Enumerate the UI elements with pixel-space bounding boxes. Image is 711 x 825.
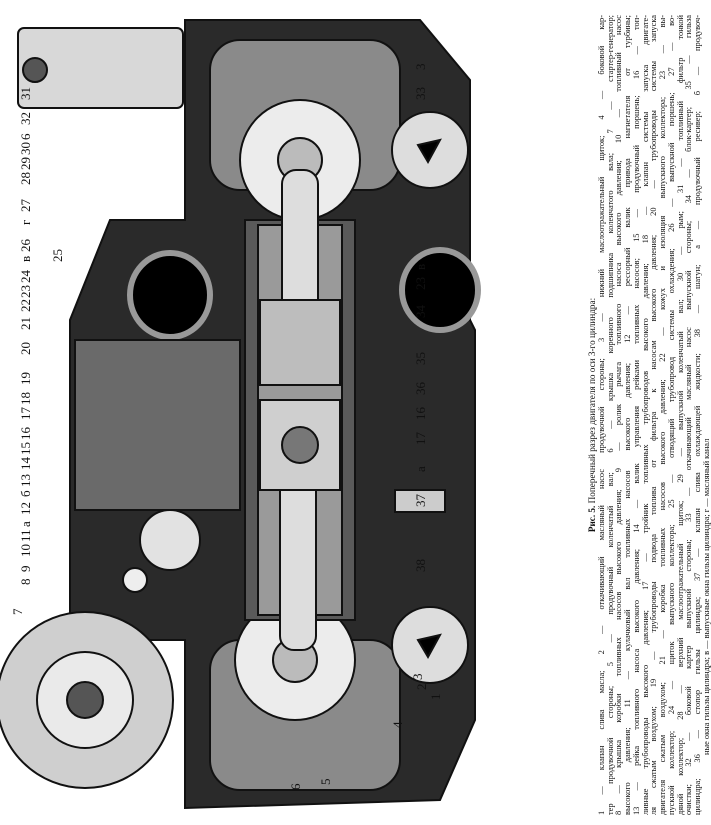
callout-label: 31	[18, 87, 33, 100]
callout-label: 33	[413, 87, 428, 100]
fuel-pump-box	[74, 339, 241, 511]
callout-label: 28	[18, 172, 33, 185]
callout-label: 17	[18, 407, 33, 421]
legend-line: 13 — рейка топливного насоса высокого да…	[632, 15, 641, 815]
legend-line: пускной коллектор; 24 — щиток выпускного…	[667, 15, 676, 815]
callout-label: 32	[18, 112, 33, 125]
callout-label: 38	[413, 559, 428, 572]
callout-label: 26	[18, 239, 33, 253]
callout-label: 35	[413, 352, 428, 365]
connecting-rod-lower	[279, 469, 317, 651]
callout-label: а	[413, 466, 428, 472]
callout-label: 23	[413, 277, 428, 290]
legend-line: ля сжатым воздухом; 19 — трубопроводы по…	[650, 15, 659, 815]
callout-label: 2	[414, 684, 429, 691]
exhaust-manifold-right	[399, 247, 481, 333]
callout-label: 34	[413, 305, 428, 319]
caption-title: Рис. 5. Поперечный разрез двигателя по о…	[587, 15, 597, 815]
callout-label: 15	[18, 442, 33, 455]
callout-label: 18	[18, 392, 33, 405]
callout-label: 20	[18, 342, 33, 355]
callout-label: 3	[410, 674, 425, 681]
callout-label: 29	[18, 157, 33, 170]
figure-number: Рис. 5.	[587, 505, 597, 533]
legend-line: двигателя сжатым воздухом; 21 — коробка …	[659, 15, 667, 815]
callout-label: 9	[18, 566, 33, 573]
callout-label: 6	[288, 783, 303, 790]
callout-label: 1	[428, 694, 443, 701]
legend-line: цилиндра; 36 — стопор гильзы цилиндра; 3…	[694, 15, 702, 815]
caption-legend: 1 — клапан слива масла; 2 — откачивающий…	[598, 15, 711, 815]
legend-line: ные окна гильзы цилиндра; в — выпускные …	[702, 438, 711, 755]
callout-label: а	[18, 521, 33, 527]
exhaust-manifold-left	[127, 250, 213, 340]
callout-label: 14	[18, 457, 33, 471]
callout-label: 10	[18, 544, 33, 557]
callout-label: 11	[18, 529, 33, 542]
legend-line: 1 — клапан слива масла; 2 — откачивающий…	[597, 15, 606, 815]
callout-label: 12	[18, 502, 33, 515]
figure-caption: Рис. 5. Поперечный разрез двигателя по о…	[587, 15, 711, 815]
callout-label: 6	[18, 133, 33, 140]
callout-label: в	[18, 256, 33, 262]
callout-label: 7	[10, 608, 25, 615]
callout-label: 22	[18, 299, 33, 312]
engine-cross-section-drawing: 3132630292827г2526в242322212019181716151…	[0, 19, 481, 810]
callout-label: 16	[18, 427, 33, 441]
callout-label: 37	[413, 494, 428, 508]
figure-title: Поперечный разрез двигателя по оси 3-го …	[587, 297, 597, 504]
coolant-drain-valve	[394, 489, 446, 513]
callout-label: 5	[318, 779, 333, 786]
callout-label: 8	[18, 579, 33, 586]
legend-line: 8 — крышка коробки топливных насосов выс…	[615, 15, 624, 815]
legend-line: дяной коллектор; 28 — верхний маслоотраж…	[676, 15, 685, 815]
engine-illustration	[0, 19, 481, 810]
callout-label: 21	[18, 317, 33, 330]
legend-line: ливные трубопроводы высокого давления; 1…	[641, 15, 650, 815]
callout-label: г	[18, 220, 33, 225]
callout-label: 16	[413, 407, 428, 421]
legend-line: высокого давления; 11 — кулачковый вал т…	[624, 15, 632, 815]
callout-label: 19	[18, 372, 33, 385]
callout-label: б	[18, 490, 33, 497]
legend-line: очистки; 32 — боковой картер выпускной с…	[685, 15, 694, 815]
callout-label: 13	[18, 474, 33, 487]
callout-label: 25	[50, 249, 65, 262]
callout-label: в	[413, 264, 428, 270]
callout-label: 23	[18, 285, 33, 298]
callout-label: 24	[18, 270, 33, 284]
callout-label: 3	[413, 64, 428, 71]
callout-label: 27	[18, 199, 33, 213]
callout-labels: 3132630292827г2526в242322212019181716151…	[10, 64, 443, 791]
callout-label: 4	[390, 721, 405, 728]
exhaust-piston	[259, 299, 341, 386]
callout-label: 36	[413, 382, 428, 396]
callout-label: 17	[413, 432, 428, 446]
fuel-filter	[17, 27, 184, 109]
legend-line: тер продувочной стороны; 5 — продувочный…	[606, 15, 615, 815]
callout-label: 30	[18, 142, 33, 155]
